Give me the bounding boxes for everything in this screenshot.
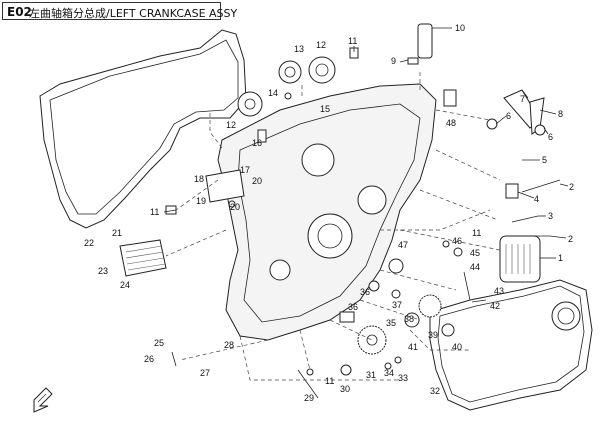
diagram-title: 左曲轴箱分总成/LEFT CRANKCASE ASSY [29, 7, 238, 20]
callout-15: 15 [320, 104, 330, 114]
callout-29: 29 [304, 393, 314, 403]
callout-11-top: 11 [348, 36, 357, 46]
callout-30: 30 [340, 384, 350, 394]
callout-19: 19 [196, 196, 206, 206]
callout-34: 34 [384, 368, 394, 378]
callout-45: 45 [470, 248, 480, 258]
crankcase-body-28 [217, 83, 437, 341]
callout-23: 23 [98, 266, 108, 276]
callout-48: 48 [446, 118, 456, 128]
callout-11-bottom: 11 [325, 376, 334, 386]
bearing-12-left [237, 91, 263, 117]
leader-lines [163, 27, 569, 259]
callout-20-upper: 20 [252, 176, 262, 186]
callout-22: 22 [84, 238, 94, 248]
callout-2-lower: 2 [568, 234, 573, 244]
callout-1: 1 [558, 253, 563, 263]
gear-39 [418, 294, 442, 318]
callout-25: 25 [154, 338, 164, 348]
callout-3: 3 [548, 211, 553, 221]
callout-18: 18 [194, 174, 204, 184]
callout-13: 13 [294, 44, 304, 54]
callout-12-left: 12 [226, 120, 236, 130]
callout-16: 16 [252, 138, 262, 148]
gear-31 [357, 325, 387, 355]
callout-27: 27 [200, 368, 210, 378]
right-gasket-32 [429, 279, 593, 411]
callout-7: 7 [520, 94, 525, 104]
diagram-code: E02 [7, 5, 32, 19]
callout-labels: 1 2 2 3 4 5 6 6 7 8 9 10 11 11 11 11 12 … [84, 23, 574, 403]
callout-5: 5 [542, 155, 547, 165]
bearing-13 [278, 60, 302, 84]
callout-37: 37 [392, 300, 402, 310]
callout-9: 9 [391, 56, 396, 66]
callout-4: 4 [534, 194, 539, 204]
callout-6-right: 6 [548, 132, 553, 142]
callout-17: 17 [240, 165, 250, 175]
callout-43: 43 [494, 286, 504, 296]
callout-44: 44 [470, 262, 480, 272]
strainer-24 [119, 239, 167, 277]
callout-28: 28 [224, 340, 234, 350]
left-gasket-22 [39, 29, 247, 229]
callout-47: 47 [398, 240, 408, 250]
callout-11-right: 11 [472, 228, 481, 238]
bearing-12-top [308, 56, 336, 84]
callout-36-lower: 36 [348, 302, 358, 312]
callout-6-left: 6 [506, 111, 511, 121]
callout-14: 14 [268, 88, 278, 98]
callout-38: 38 [404, 314, 414, 324]
callout-24: 24 [120, 280, 130, 290]
diagram-title-box: E02 左曲轴箱分总成/LEFT CRANKCASE ASSY [2, 2, 237, 20]
gear-47 [388, 258, 404, 274]
callout-21: 21 [112, 228, 122, 238]
callout-11-left: 11 [150, 207, 159, 217]
callout-46: 46 [452, 236, 462, 246]
callout-26: 26 [144, 354, 154, 364]
callout-42: 42 [490, 301, 500, 311]
callout-12-top: 12 [316, 40, 326, 50]
callout-35: 35 [386, 318, 396, 328]
callout-8: 8 [558, 109, 563, 119]
sleeve-18 [205, 169, 245, 203]
callout-39: 39 [428, 330, 438, 340]
callout-20-lower: 20 [230, 202, 240, 212]
callout-32: 32 [430, 386, 440, 396]
callout-2-upper: 2 [569, 182, 574, 192]
front-arrow-icon [33, 387, 53, 413]
callout-41: 41 [408, 342, 418, 352]
callout-33: 33 [398, 373, 408, 383]
callout-36-upper: 36 [360, 287, 370, 297]
callout-31: 31 [366, 370, 376, 380]
callout-10: 10 [455, 23, 465, 33]
callout-40: 40 [452, 342, 462, 352]
valve-10 [417, 23, 433, 59]
